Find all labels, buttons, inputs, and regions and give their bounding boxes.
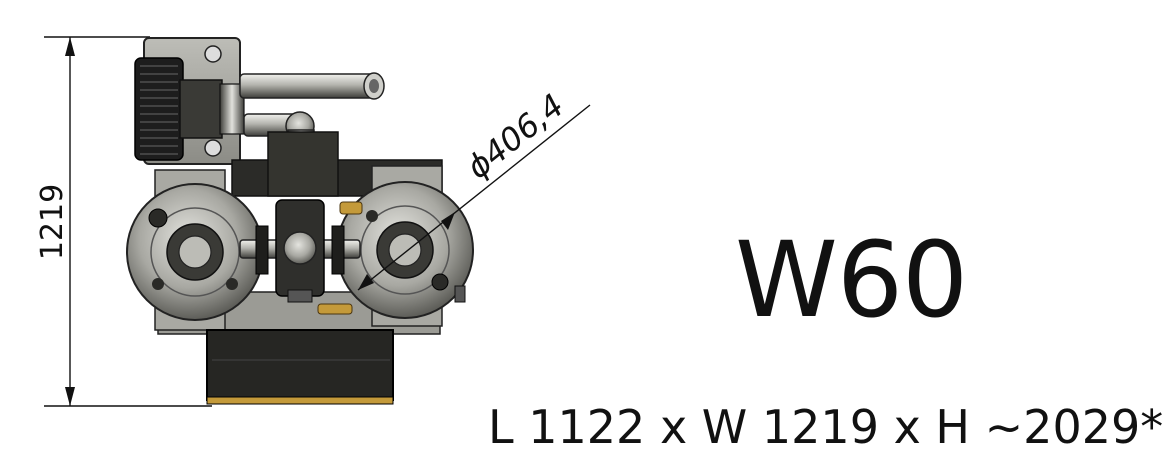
brass-fittings bbox=[317, 201, 363, 315]
arrowhead-top bbox=[65, 37, 75, 56]
diameter-dimension bbox=[357, 104, 591, 291]
compressor-illustration bbox=[126, 37, 474, 405]
diameter-arrowhead-outer bbox=[441, 212, 455, 230]
upper-pipe bbox=[239, 72, 385, 100]
motor-assembly bbox=[134, 37, 245, 165]
diameter-arrowhead-inner bbox=[358, 274, 374, 290]
base-unit bbox=[206, 329, 394, 405]
model-name: W60 bbox=[735, 219, 968, 341]
center-manifold bbox=[239, 199, 361, 303]
overall-dimensions: L 1122 x W 1219 x H ~2029* bbox=[488, 400, 1164, 454]
diameter-leader-line bbox=[357, 104, 591, 291]
height-dimension bbox=[44, 36, 212, 407]
left-tank bbox=[126, 183, 264, 321]
arrowhead-bottom bbox=[65, 387, 75, 406]
height-dimension-label: 1219 bbox=[35, 184, 70, 260]
diameter-dimension-label: ϕ406,4 bbox=[459, 86, 571, 186]
